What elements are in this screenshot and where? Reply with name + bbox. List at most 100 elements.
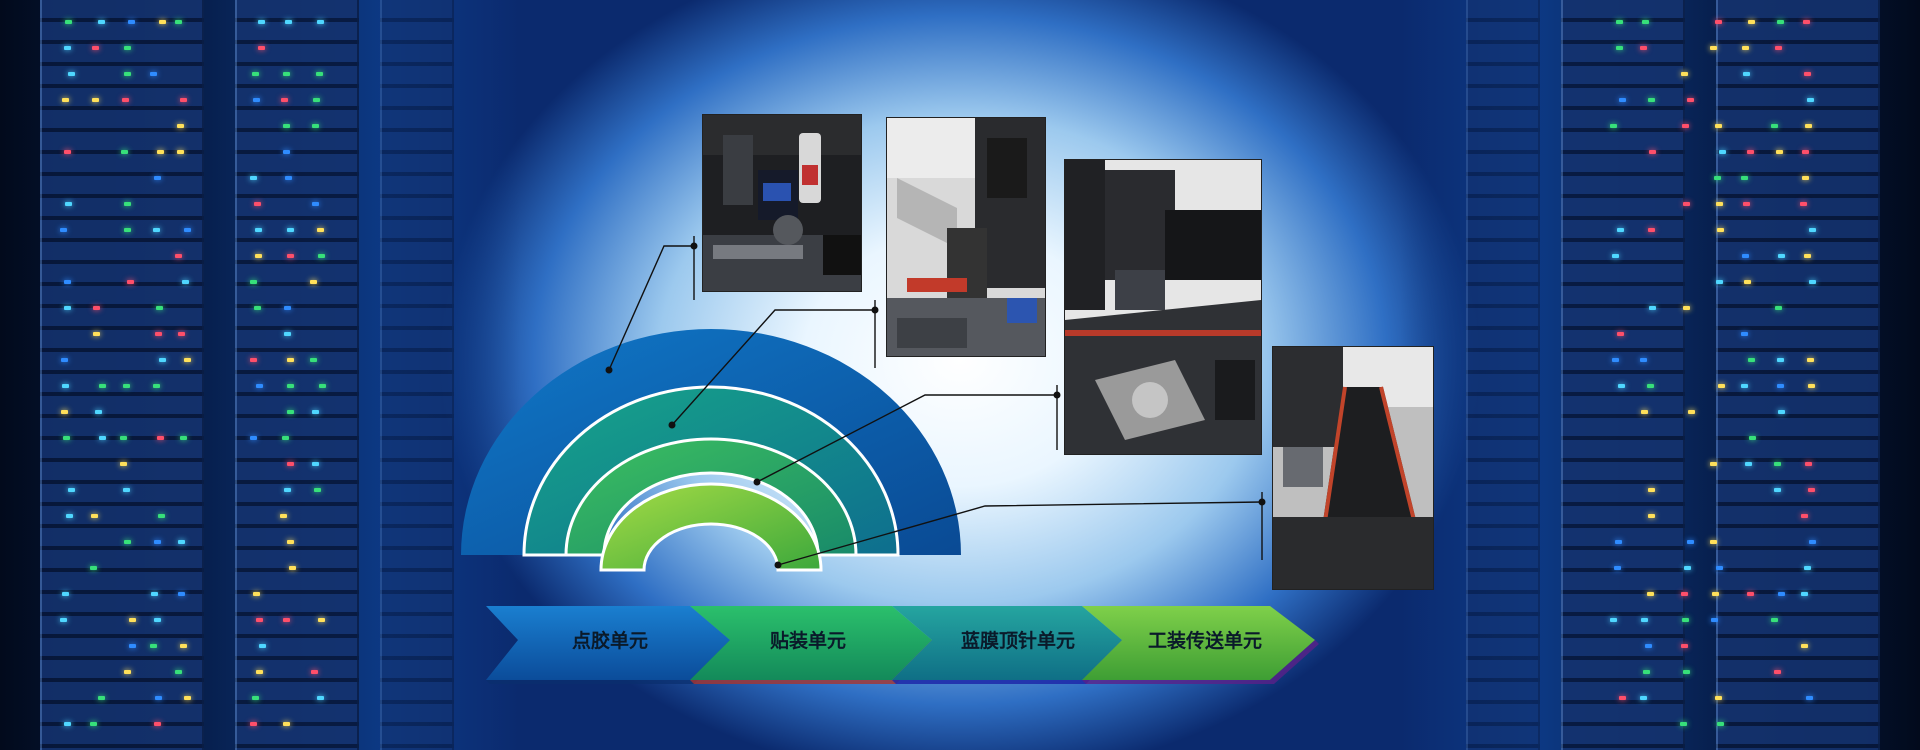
- server-led: [1715, 696, 1722, 700]
- server-led: [99, 436, 106, 440]
- server-led: [255, 228, 262, 232]
- server-led: [1716, 280, 1723, 284]
- arrow-placement: [690, 606, 932, 680]
- server-led: [318, 618, 325, 622]
- server-led: [1747, 592, 1754, 596]
- server-led: [1641, 410, 1648, 414]
- server-led: [1619, 98, 1626, 102]
- server-led: [1717, 722, 1724, 726]
- server-led: [283, 150, 290, 154]
- server-led: [312, 462, 319, 466]
- server-led: [1719, 150, 1726, 154]
- server-led: [318, 254, 325, 258]
- server-led: [1805, 462, 1812, 466]
- server-led: [1647, 384, 1654, 388]
- server-led: [1776, 150, 1783, 154]
- server-led: [1640, 46, 1647, 50]
- server-led: [178, 540, 185, 544]
- server-led: [98, 696, 105, 700]
- server-led: [285, 20, 292, 24]
- server-led: [1774, 670, 1781, 674]
- server-led: [91, 514, 98, 518]
- server-led: [1749, 436, 1756, 440]
- server-led: [1648, 228, 1655, 232]
- server-led: [1683, 306, 1690, 310]
- server-led: [184, 696, 191, 700]
- server-led: [1775, 46, 1782, 50]
- server-led: [1801, 592, 1808, 596]
- ring-dispensing: [461, 329, 961, 555]
- server-led: [95, 410, 102, 414]
- server-led: [178, 592, 185, 596]
- server-led: [122, 98, 129, 102]
- server-led: [1617, 332, 1624, 336]
- server-led: [1777, 358, 1784, 362]
- server-led: [150, 72, 157, 76]
- server-led: [153, 228, 160, 232]
- server-led: [1809, 540, 1816, 544]
- server-led: [1641, 618, 1648, 622]
- server-led: [250, 436, 257, 440]
- server-led: [1716, 566, 1723, 570]
- server-led: [1640, 358, 1647, 362]
- server-led: [1710, 462, 1717, 466]
- server-led: [1777, 20, 1784, 24]
- server-led: [252, 696, 259, 700]
- placement-unit-photo: [886, 117, 1046, 357]
- server-led: [184, 228, 191, 232]
- server-led: [1747, 150, 1754, 154]
- server-led: [1616, 46, 1623, 50]
- server-led: [93, 332, 100, 336]
- server-led: [68, 72, 75, 76]
- server-rack-right: [1400, 0, 1920, 750]
- server-led: [1808, 384, 1815, 388]
- server-led: [287, 410, 294, 414]
- server-led: [256, 670, 263, 674]
- server-led: [123, 488, 130, 492]
- server-led: [120, 436, 127, 440]
- server-led: [287, 540, 294, 544]
- server-led: [61, 410, 68, 414]
- server-led: [255, 254, 262, 258]
- server-led: [182, 280, 189, 284]
- server-led: [1748, 358, 1755, 362]
- server-led: [120, 462, 127, 466]
- server-led: [121, 150, 128, 154]
- server-led: [124, 72, 131, 76]
- server-led: [64, 722, 71, 726]
- server-led: [256, 618, 263, 622]
- server-led: [1682, 618, 1689, 622]
- server-led: [250, 358, 257, 362]
- server-led: [128, 20, 135, 24]
- server-led: [90, 722, 97, 726]
- server-led: [1807, 358, 1814, 362]
- server-led: [1808, 488, 1815, 492]
- server-led: [250, 176, 257, 180]
- server-led: [1682, 124, 1689, 128]
- server-led: [1615, 540, 1622, 544]
- server-led: [64, 150, 71, 154]
- server-led: [127, 280, 134, 284]
- server-led: [312, 410, 319, 414]
- server-led: [178, 332, 185, 336]
- server-led: [1647, 592, 1654, 596]
- server-led: [253, 98, 260, 102]
- server-led: [1648, 98, 1655, 102]
- server-led: [65, 20, 72, 24]
- server-led: [155, 696, 162, 700]
- server-led: [158, 514, 165, 518]
- server-led: [283, 618, 290, 622]
- server-led: [1643, 670, 1650, 674]
- server-led: [1771, 618, 1778, 622]
- server-led: [66, 514, 73, 518]
- server-led: [1610, 124, 1617, 128]
- server-led: [287, 228, 294, 232]
- server-led: [99, 384, 106, 388]
- server-led: [1804, 72, 1811, 76]
- server-led: [175, 254, 182, 258]
- server-led: [62, 592, 69, 596]
- server-led: [184, 358, 191, 362]
- server-led: [154, 176, 161, 180]
- server-led: [62, 384, 69, 388]
- server-led: [150, 644, 157, 648]
